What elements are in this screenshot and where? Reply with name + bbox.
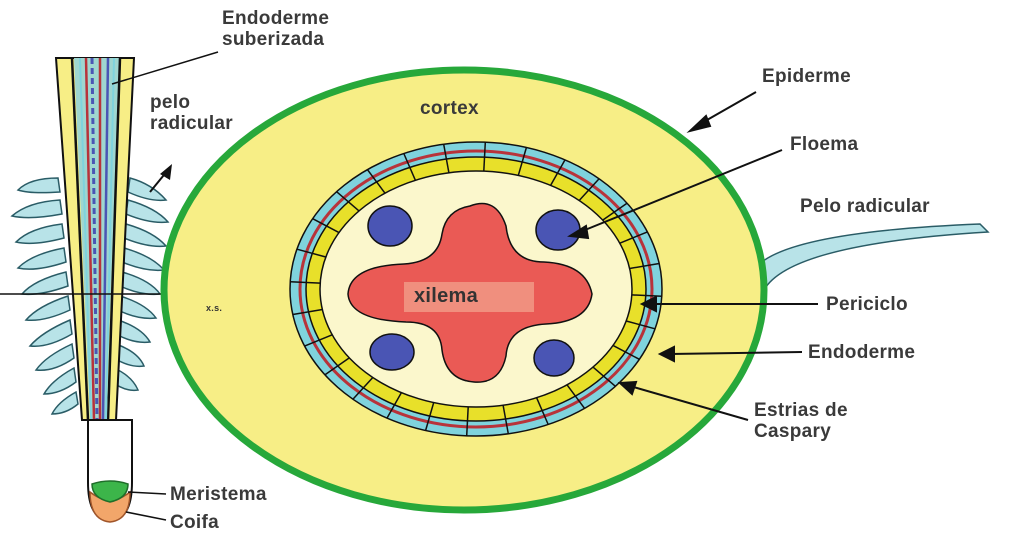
- label-epiderme: Epiderme: [762, 66, 851, 87]
- label-pelo-radicular-right: Pelo radicular: [800, 196, 930, 217]
- label-estrias-de-caspary: Estrias de Caspary: [754, 400, 848, 442]
- label-periciclo: Periciclo: [826, 294, 908, 315]
- label-pelo-radicular-left: pelo radicular: [150, 92, 233, 134]
- cross-section: [164, 70, 988, 510]
- label-coifa: Coifa: [170, 512, 219, 533]
- label-endoderme-suberizada: Endoderme suberizada: [222, 8, 329, 50]
- label-cortex: cortex: [420, 98, 479, 119]
- label-xilema: xilema: [414, 286, 478, 307]
- label-meristema: Meristema: [170, 484, 267, 505]
- label-floema: Floema: [790, 134, 858, 155]
- cross-root-hair: [754, 224, 988, 290]
- label-xs: x.s.: [206, 303, 222, 313]
- label-endoderme: Endoderme: [808, 342, 915, 363]
